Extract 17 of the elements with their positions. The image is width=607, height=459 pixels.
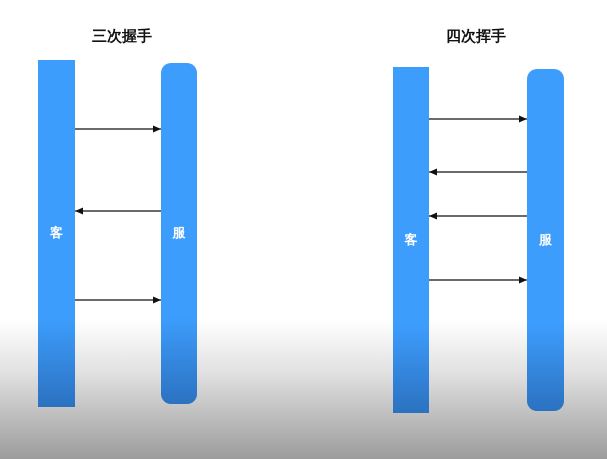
panel-heading: 四次挥手 (446, 28, 506, 44)
arrow (75, 126, 161, 132)
panel-heading: 三次握手 (92, 28, 152, 44)
arrow (75, 296, 161, 304)
lifeline-bar (38, 60, 75, 407)
bar-label: 服 (172, 227, 186, 240)
arrow (429, 168, 527, 176)
arrow (429, 116, 527, 122)
lifeline-bar (527, 69, 564, 411)
arrow (429, 276, 527, 284)
arrow (429, 212, 527, 220)
bar-label: 客 (404, 234, 418, 246)
lifeline-bar (161, 63, 197, 404)
arrow (75, 208, 161, 214)
bar-label: 服 (539, 234, 552, 246)
lifeline-bar (393, 67, 429, 413)
bar-label: 客 (50, 227, 63, 240)
